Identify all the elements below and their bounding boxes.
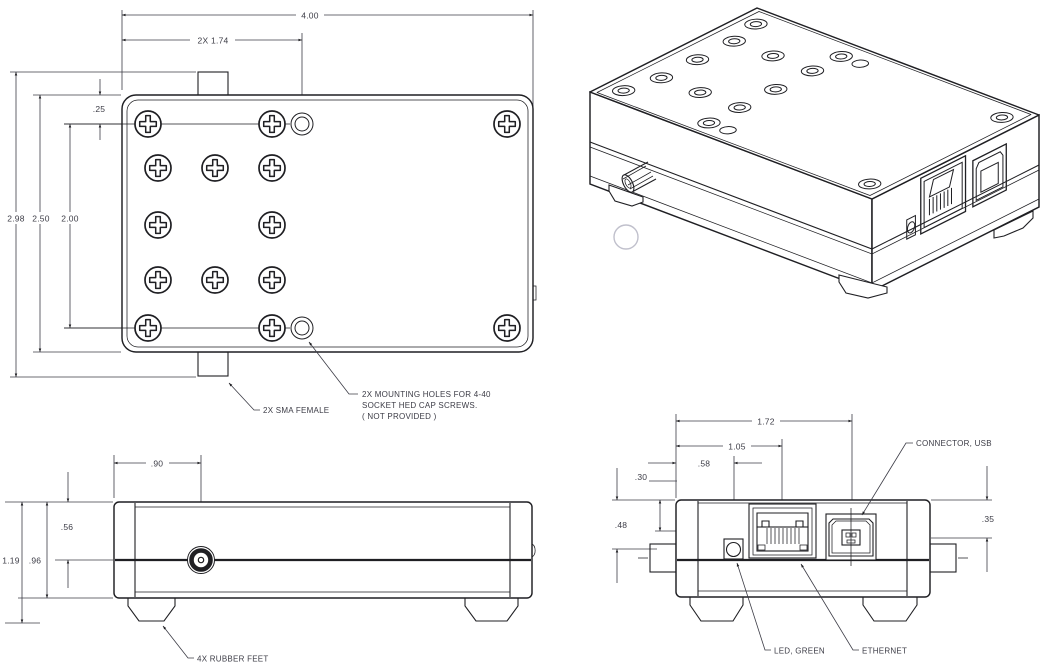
enclosure-top-face	[121, 94, 534, 353]
ghost-circle	[613, 224, 639, 250]
screw-centerlines	[64, 123, 290, 329]
dim-edge-offset: .25	[93, 104, 106, 114]
dim-body-h: .96	[29, 556, 42, 566]
mounting-hole-top	[290, 112, 314, 136]
iso-usb-contact	[981, 162, 998, 192]
dim-mount-spacing: 2X 1.74	[197, 36, 228, 46]
iso-mounting-hole-back	[849, 59, 872, 69]
mounting-hole-bottom	[290, 316, 314, 340]
side-view-dimensions: .90 1.19 .96 .56	[2, 457, 202, 624]
label-mounting-note-3: ( NOT PROVIDED )	[362, 412, 437, 421]
front-sma-left	[649, 543, 677, 573]
dim-led-y: .48	[615, 520, 628, 530]
top-view-notes: 2X SMA FEMALE 2X MOUNTING HOLES FOR 4-40…	[228, 341, 491, 421]
side-body	[113, 501, 533, 599]
side-view: .90 1.19 .96 .56 4X RUBBER FEET	[2, 455, 536, 664]
iso-top-holes	[608, 17, 1018, 191]
dim-width: 4.00	[301, 11, 319, 21]
dim-eth-y: .30	[635, 472, 648, 482]
led-green	[723, 538, 744, 560]
side-view-notes: 4X RUBBER FEET	[162, 625, 269, 664]
iso-ethernet-latch	[929, 170, 953, 197]
dim-overall-h: 1.19	[2, 556, 20, 566]
label-mounting-note-1: 2X MOUNTING HOLES FOR 4-40	[362, 390, 491, 399]
iso-led-lens	[907, 220, 914, 234]
top-view: 4.00 2X 1.74 2.98 2.50 2.00 .25 2X SMA F…	[4, 9, 537, 421]
iso-top-face	[589, 7, 1040, 200]
side-foot-right	[464, 597, 519, 622]
dim-eth-x: 1.05	[728, 442, 746, 452]
front-view-dimensions: 1.72 1.05 .58 .30 .48 .35	[615, 415, 995, 583]
front-view: 1.72 1.05 .58 .30 .48 .35 CONNECTOR, USB…	[612, 414, 994, 656]
side-foot-left	[127, 597, 176, 622]
label-rubber-feet: 4X RUBBER FEET	[197, 655, 269, 664]
front-sma-right	[929, 543, 957, 573]
usb-port	[825, 508, 877, 566]
front-view-notes: CONNECTOR, USB LED, GREEN ETHERNET	[736, 439, 992, 656]
iso-ethernet-pins	[929, 188, 951, 215]
iso-ethernet-inner	[924, 162, 962, 227]
iso-top-face-inner-edge	[596, 11, 1032, 196]
dim-usb-y: .35	[982, 514, 995, 524]
top-view-dimensions: 4.00 2X 1.74 2.98 2.50 2.00 .25	[4, 9, 534, 378]
iso-mounting-hole-front	[716, 125, 739, 135]
isometric-view	[590, 8, 1039, 298]
ethernet-port	[748, 503, 817, 559]
iso-usb-port	[973, 144, 1006, 207]
iso-rubber-feet	[608, 184, 1034, 299]
front-foot-left	[689, 596, 744, 622]
side-usb-edge-bump	[531, 543, 536, 558]
front-foot-right	[862, 596, 918, 622]
iso-led	[907, 216, 916, 240]
label-led-green: LED, GREEN	[774, 647, 825, 656]
dim-body-height: 2.50	[32, 214, 50, 224]
label-ethernet: ETHERNET	[862, 647, 907, 656]
sma-connector-bottom	[197, 351, 229, 377]
dim-sma-x: .90	[151, 459, 164, 469]
iso-right-face-features	[907, 135, 1007, 241]
enclosure-top-face-inner-edge	[126, 99, 529, 348]
iso-ethernet-port	[921, 156, 966, 234]
sma-connector-top	[197, 71, 229, 97]
dim-usb-x: 1.72	[757, 417, 775, 427]
side-sma-connector	[187, 546, 215, 574]
dim-led-x: .58	[698, 459, 711, 469]
dim-overall-height: 2.98	[7, 214, 25, 224]
label-connector-usb: CONNECTOR, USB	[916, 439, 992, 448]
iso-countersunk-screws	[608, 17, 1018, 191]
dim-screw-spacing: 2.00	[61, 214, 79, 224]
label-mounting-note-2: SOCKET HED CAP SCREWS.	[362, 401, 477, 410]
iso-sma-connector	[621, 161, 657, 193]
label-sma-female: 2X SMA FEMALE	[263, 406, 329, 415]
dim-sma-y: .56	[61, 522, 74, 532]
iso-usb-inner	[976, 150, 1003, 200]
